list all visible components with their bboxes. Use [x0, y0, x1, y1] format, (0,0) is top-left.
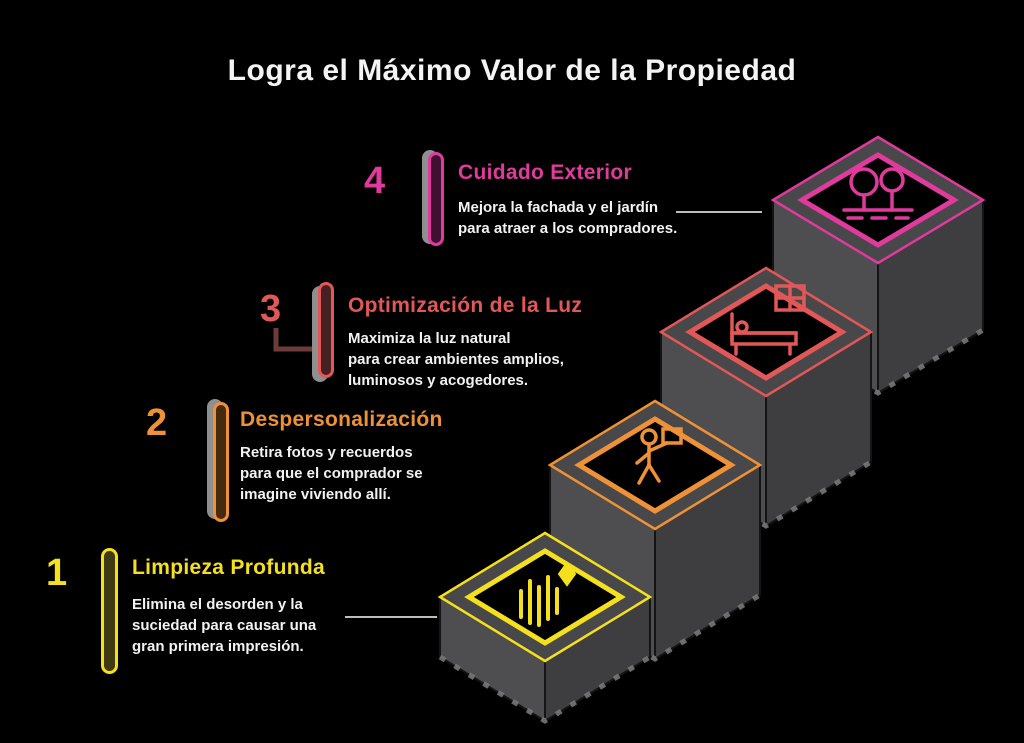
connector-step-3-elbow [273, 328, 314, 352]
step-2-bar [213, 402, 229, 522]
cleaning-sparkle-icon [519, 561, 577, 627]
description-line: imagine viviendo allí. [240, 486, 391, 503]
description-line: para crear ambientes amplios, [348, 351, 564, 368]
bed-window-icon [730, 284, 806, 356]
step-3-description: Maximiza la luz natural para crear ambie… [348, 328, 564, 391]
step-4-bar [428, 152, 444, 246]
step-2-label: Despersonalización [240, 408, 443, 431]
description-line: luminosos y acogedores. [348, 372, 529, 389]
description-line: gran primera impresión. [132, 638, 304, 655]
step-1-bar [101, 548, 118, 674]
description-line: Retira fotos y recuerdos [240, 444, 413, 461]
page-title: Logra el Máximo Valor de la Propiedad [227, 54, 797, 87]
description-line: para atraer a los compradores. [458, 220, 678, 237]
stair-step-2 [547, 399, 763, 662]
step-4-number: 4 [364, 160, 386, 202]
step-1-description: Elimina el desorden y la suciedad para c… [132, 594, 316, 657]
description-line: para que el comprador se [240, 465, 423, 482]
step-1-label: Limpieza Profunda [132, 556, 325, 579]
step-2-description: Retira fotos y recuerdos para que el com… [240, 442, 423, 505]
description-line: Maximiza la luz natural [348, 330, 511, 347]
step-3-number: 3 [260, 288, 282, 330]
step-1-number: 1 [46, 552, 68, 594]
step-4-description: Mejora la fachada y el jardín para atrae… [458, 197, 677, 239]
description-line: Elimina el desorden y la [132, 596, 303, 613]
step-3-bar [318, 282, 334, 378]
step-3-label: Optimización de la Luz [348, 294, 583, 317]
step-4-label: Cuidado Exterior [458, 161, 632, 184]
description-line: suciedad para causar una [132, 617, 317, 634]
step-2-number: 2 [146, 402, 168, 444]
garden-plants-icon [842, 167, 914, 220]
person-packing-icon [635, 427, 683, 485]
stair-step-1 [437, 531, 653, 724]
description-line: Mejora la fachada y el jardín [458, 199, 659, 216]
